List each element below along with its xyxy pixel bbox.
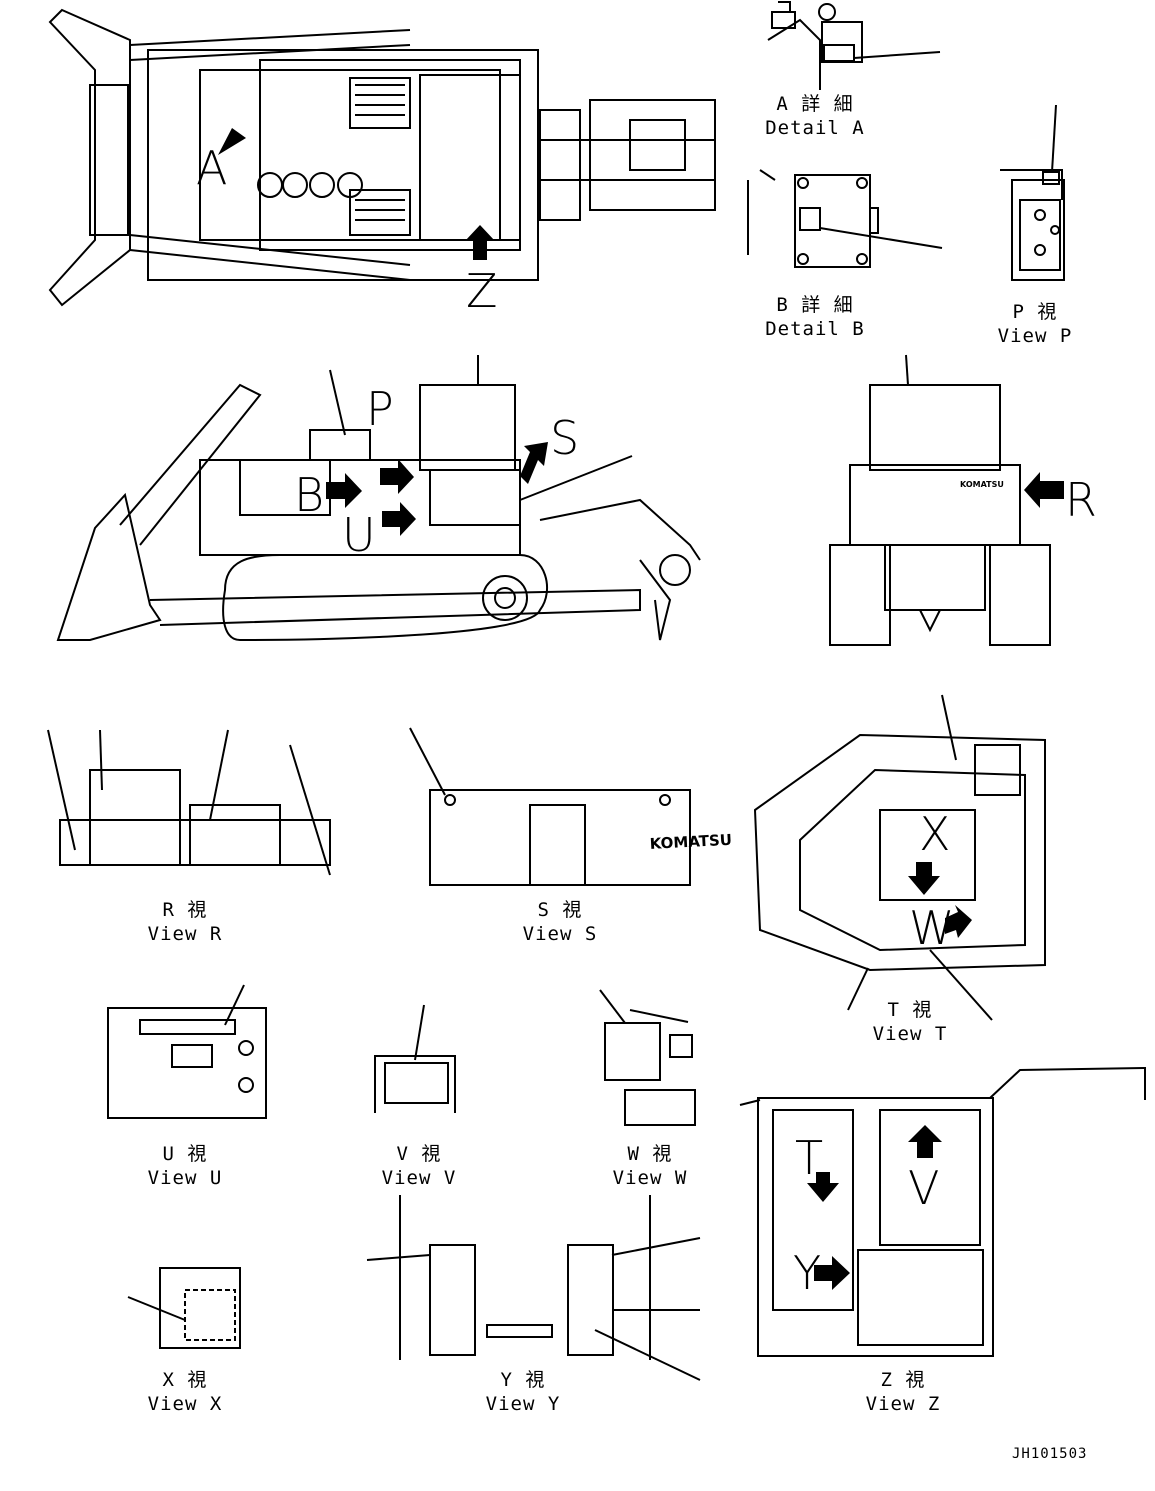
caption-view-u-en: View U [147, 1167, 223, 1189]
view-r-drawing [47, 729, 331, 876]
marker-s: S [550, 411, 580, 465]
marker-r: R [1065, 473, 1097, 527]
arrow-v [908, 1125, 942, 1158]
caption-view-x: X 視 View X [130, 1368, 240, 1416]
arrow-r [1024, 472, 1064, 508]
caption-view-z: Z 視 View Z [848, 1368, 958, 1416]
caption-view-r: R 視 View R [130, 898, 240, 946]
caption-view-w-jp: W 視 [627, 1143, 673, 1165]
caption-view-t-en: View T [872, 1023, 948, 1045]
caption-view-z-jp: Z 視 [880, 1369, 926, 1391]
detail-b-drawing [747, 169, 943, 268]
caption-view-t: T 視 View T [855, 998, 965, 1046]
arrow-u [382, 502, 416, 536]
caption-detail-a-en: Detail A [765, 117, 865, 139]
marker-t: T [795, 1131, 824, 1185]
arrow-p [380, 459, 414, 494]
caption-view-v: V 視 View V [364, 1142, 474, 1190]
view-z-drawing [739, 1066, 1146, 1357]
arrow-a-top [218, 128, 246, 155]
view-y-drawing [366, 1195, 701, 1381]
caption-view-p-jp: P 視 [1012, 301, 1058, 323]
caption-detail-b-en: Detail B [765, 318, 865, 340]
view-t-drawing [753, 694, 1046, 1021]
caption-view-u: U 視 View U [130, 1142, 240, 1190]
drawing-code: JH101503 [1012, 1446, 1088, 1462]
caption-detail-a: A 詳 細 Detail A [755, 92, 875, 140]
side-view-dozer [56, 355, 701, 642]
view-p-drawing [1000, 104, 1065, 281]
marker-p: P [366, 382, 394, 436]
marker-v: V [908, 1161, 940, 1215]
brand-label-rear: KOMATSU [960, 480, 1004, 489]
marker-a: A [196, 141, 228, 195]
view-v-drawing [374, 1004, 456, 1113]
caption-detail-a-jp: A 詳 細 [776, 93, 854, 115]
caption-view-p-en: View P [997, 325, 1073, 347]
caption-view-x-en: View X [147, 1393, 223, 1415]
caption-detail-b: B 詳 細 Detail B [755, 293, 875, 341]
arrow-t [807, 1172, 839, 1202]
arrow-b [326, 473, 362, 508]
rear-view-dozer [829, 354, 1051, 646]
marker-x: X [919, 807, 951, 861]
caption-view-p: P 視 View P [980, 300, 1090, 348]
caption-view-w: W 視 View W [595, 1142, 705, 1190]
caption-view-v-jp: V 視 [396, 1143, 442, 1165]
view-u-drawing [107, 984, 267, 1119]
marker-b: B [294, 468, 325, 522]
top-view-dozer [48, 8, 716, 307]
caption-view-z-en: View Z [865, 1393, 941, 1415]
view-x-drawing [127, 1267, 241, 1349]
caption-view-y: Y 視 View Y [468, 1368, 578, 1416]
detail-a-drawing [767, 1, 941, 90]
marker-w: W [909, 901, 955, 955]
caption-view-w-en: View W [612, 1167, 688, 1189]
caption-view-u-jp: U 視 [162, 1143, 208, 1165]
caption-view-t-jp: T 視 [887, 999, 933, 1021]
arrow-w [945, 905, 972, 938]
caption-detail-b-jp: B 詳 細 [776, 294, 854, 316]
arrow-s [520, 442, 548, 484]
caption-view-r-jp: R 視 [162, 899, 208, 921]
arrow-z [465, 225, 495, 260]
caption-view-r-en: View R [147, 923, 223, 945]
view-s-drawing [409, 727, 691, 886]
marker-y: Y [793, 1246, 822, 1300]
caption-view-s-en: View S [522, 923, 598, 945]
arrow-y [814, 1256, 850, 1290]
caption-view-y-jp: Y 視 [500, 1369, 546, 1391]
caption-view-x-jp: X 視 [162, 1369, 208, 1391]
caption-view-v-en: View V [381, 1167, 457, 1189]
caption-view-s-jp: S 視 [537, 899, 583, 921]
caption-view-y-en: View Y [485, 1393, 561, 1415]
caption-view-s: S 視 View S [505, 898, 615, 946]
marker-z: Z [466, 264, 498, 318]
arrow-x [908, 862, 940, 895]
marker-u: U [342, 508, 376, 562]
view-w-drawing [599, 989, 696, 1126]
brand-label-s: KOMATSU [649, 831, 732, 853]
